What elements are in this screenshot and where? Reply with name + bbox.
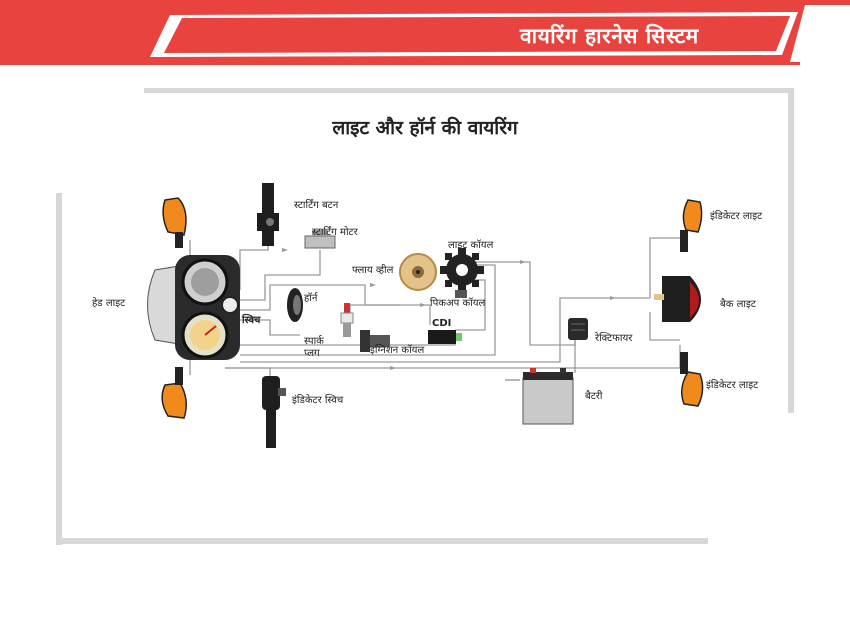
horn (287, 288, 303, 322)
wire-arrows (282, 248, 616, 370)
front-indicator-top (162, 197, 187, 248)
frame-bottom-line (56, 538, 708, 544)
front-indicator-bottom (161, 367, 187, 419)
frame-right-line (788, 88, 794, 413)
light-coil (440, 248, 484, 298)
rear-indicator-top (680, 199, 703, 252)
label-head-light: हेड लाइट (92, 298, 126, 309)
frame-left-line (56, 193, 62, 545)
label-indicator-light-bottom: इंडिकेटर लाइट (706, 380, 759, 391)
frame-top-line (144, 88, 794, 93)
spark-plug (340, 303, 354, 337)
ignition-coil (360, 330, 390, 352)
headlight-cluster (147, 255, 240, 360)
starting-motor (304, 230, 336, 249)
indicator-switch (262, 376, 286, 448)
label-light-coil: लाइट कॉयल (448, 240, 494, 251)
label-spark-plug-line2: प्लग (304, 348, 320, 359)
label-cdi: CDI (432, 318, 452, 329)
label-starting-motor: स्टार्टिंग मोटर (312, 227, 358, 238)
banner-title: वायरिंग हारनेस सिस्टम (520, 24, 699, 48)
rear-indicator-bottom (680, 352, 704, 407)
label-spark-plug-line1: स्पार्क (304, 336, 324, 347)
cdi-unit (428, 330, 462, 344)
back-light (654, 276, 701, 322)
label-indicator-light-top: इंडिकेटर लाइट (710, 211, 763, 222)
label-indicator-switch: इंडिकेटर स्विच (292, 395, 344, 406)
label-horn: हॉर्न (304, 293, 318, 304)
label-starting-button: स्टार्टिंग बटन (294, 200, 339, 211)
rectifier (568, 318, 588, 340)
flywheel (399, 253, 437, 291)
wires (189, 237, 681, 380)
header-banner (0, 0, 850, 65)
diagram-title: लाइट और हॉर्न की वायरिंग (332, 117, 518, 139)
label-ignition-coil: इग्निशन कॉयल (370, 345, 425, 356)
label-flywheel: फ्लाय व्हील (352, 265, 394, 276)
starting-button (257, 183, 279, 246)
battery (505, 368, 574, 425)
label-battery: बैटरी (585, 391, 603, 402)
label-rectifier: रेक्टिफायर (595, 333, 633, 344)
label-pickup-coil: पिकअप कॉयल (430, 298, 486, 309)
label-switch: स्विच (242, 315, 261, 326)
label-back-light: बैक लाइट (720, 299, 756, 310)
